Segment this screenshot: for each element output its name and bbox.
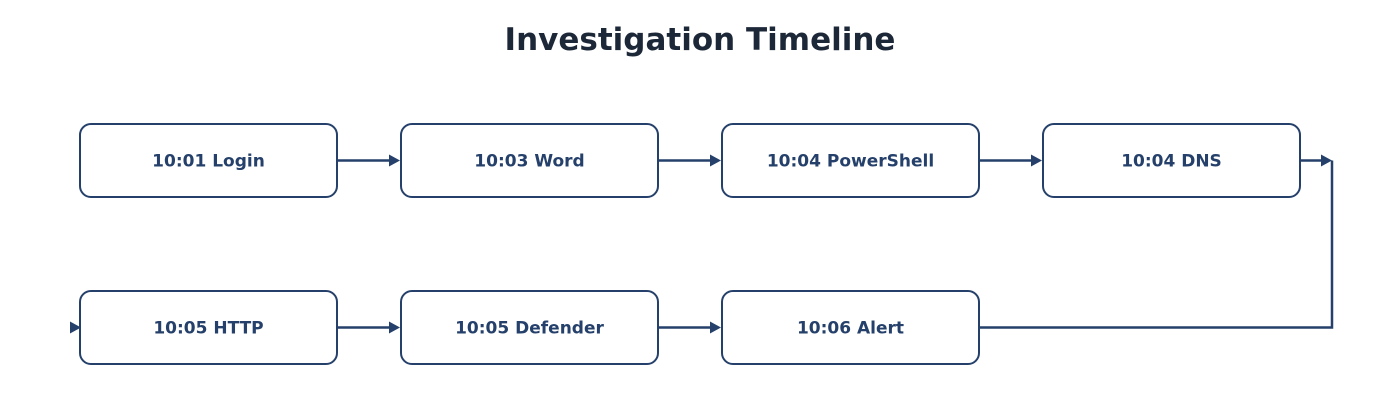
node-label: 10:05 HTTP — [153, 319, 263, 339]
node-label: 10:04 DNS — [1121, 152, 1222, 172]
arrow-head — [389, 321, 400, 334]
edge-n4-n7 — [979, 154, 1334, 329]
arrow-head — [710, 154, 721, 167]
node-box — [79, 123, 338, 198]
diagram-title: Investigation Timeline — [504, 22, 896, 58]
node-box — [1042, 123, 1301, 198]
edge-n3-n4 — [979, 154, 1042, 167]
edges-layer — [70, 154, 1334, 334]
arrow-head — [1031, 154, 1042, 167]
edge-n7-n5 — [70, 321, 81, 334]
node-n1: 10:01 Login — [79, 123, 338, 198]
node-box — [400, 290, 659, 365]
node-label: 10:04 PowerShell — [767, 152, 934, 172]
node-n6: 10:05 Defender — [400, 290, 659, 365]
edge-n5-n6 — [337, 321, 400, 334]
node-label: 10:05 Defender — [455, 319, 604, 339]
node-box — [721, 123, 980, 198]
arrow-head — [710, 321, 721, 334]
node-n2: 10:03 Word — [400, 123, 659, 198]
node-box — [400, 123, 659, 198]
edge-n2-n3 — [658, 154, 721, 167]
node-label: 10:03 Word — [474, 152, 584, 172]
node-n3: 10:04 PowerShell — [721, 123, 980, 198]
node-n4: 10:04 DNS — [1042, 123, 1301, 198]
node-n7: 10:06 Alert — [721, 290, 980, 365]
nodes-layer: 10:01 Login 10:03 Word 10:04 PowerShell 10:… — [79, 123, 1301, 365]
arrow-head — [389, 154, 400, 167]
node-label: 10:01 Login — [152, 152, 265, 172]
edge-n6-n7 — [658, 321, 721, 334]
edge-n1-n2 — [337, 154, 400, 167]
arrow-head — [70, 321, 81, 334]
node-box — [721, 290, 980, 365]
node-n5: 10:05 HTTP — [79, 290, 338, 365]
node-box — [79, 290, 338, 365]
arrow-head — [1321, 154, 1332, 167]
node-label: 10:06 Alert — [797, 319, 904, 339]
